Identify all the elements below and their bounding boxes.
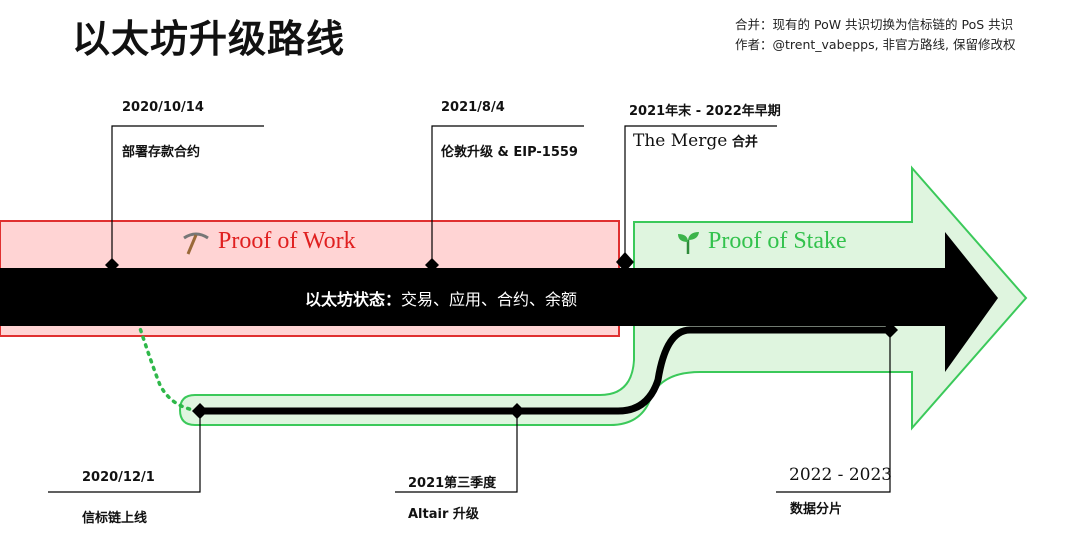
milestone-desc: 数据分片 xyxy=(790,502,843,517)
state-label-bold: 以太坊状态： xyxy=(305,290,402,309)
merge-cn-label: 合并 xyxy=(731,135,758,150)
pos-arrow-region xyxy=(178,165,1028,431)
merge-serif-label: The Merge xyxy=(633,131,728,151)
callout-line-1 xyxy=(111,125,264,264)
milestone-desc: The Merge 合并 xyxy=(633,131,758,151)
sprout-icon xyxy=(678,232,699,254)
milestone-desc: 伦敦升级 & EIP-1559 xyxy=(441,145,578,160)
milestone-date: 2021年末 - 2022年早期 xyxy=(629,104,781,119)
pickaxe-icon xyxy=(183,232,209,255)
marker-3 xyxy=(616,252,634,272)
state-label: 以太坊状态：交易、应用、合约、余额 xyxy=(305,286,577,310)
callout-line-4 xyxy=(48,411,201,493)
milestone-desc: Altair 升级 xyxy=(408,507,479,522)
callout-line-5 xyxy=(395,411,518,493)
callout-line-2 xyxy=(431,125,584,264)
milestone-date: 2021/8/4 xyxy=(441,100,505,115)
main-chain-arrow xyxy=(0,232,998,372)
state-label-rest: 交易、应用、合约、余额 xyxy=(401,290,578,309)
milestone-date: 2022 - 2023 xyxy=(789,465,893,485)
milestone-date: 2020/12/1 xyxy=(82,470,155,485)
beacon-chain-line xyxy=(200,326,890,415)
milestone-date: 2020/10/14 xyxy=(122,100,204,115)
marker-5 xyxy=(509,403,525,419)
marker-4 xyxy=(192,403,208,419)
callout-line-6 xyxy=(776,330,891,493)
milestone-desc: 信标链上线 xyxy=(82,511,148,526)
page-title: 以太坊升级路线 xyxy=(72,17,346,61)
pow-label: Proof of Work xyxy=(218,228,356,254)
marker-1 xyxy=(105,258,119,272)
merge-note: 合并：现有的 PoW 共识切换为信标链的 PoS 共识 xyxy=(735,17,1014,32)
milestone-desc: 部署存款合约 xyxy=(122,145,201,160)
dotted-connector xyxy=(136,320,202,413)
marker-2 xyxy=(425,258,439,272)
author-note: 作者：@trent_vabepps, 非官方路线, 保留修改权 xyxy=(735,37,1016,52)
milestone-date: 2021第三季度 xyxy=(408,476,497,491)
callout-line-3 xyxy=(624,125,777,258)
marker-6 xyxy=(882,322,898,338)
pos-label: Proof of Stake xyxy=(708,228,847,254)
